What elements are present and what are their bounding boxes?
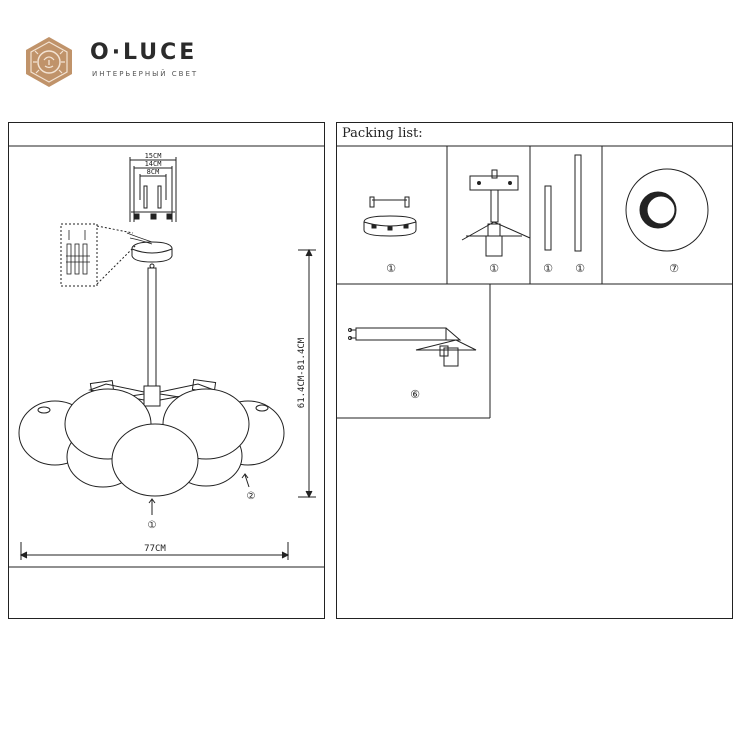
dimension-label-height: 61.4CM-81.4CM	[297, 337, 307, 408]
packing-list-title: Packing list:	[342, 126, 423, 141]
bracket-assembly-part-icon	[461, 169, 531, 257]
brand-tagline: ИНТЕРЬЕРНЫЙ СВЕТ	[92, 70, 199, 78]
dimension-label-width: 77CM	[144, 544, 166, 554]
glass-shade-part-icon	[625, 168, 709, 252]
item-qty-bracket: ①	[489, 262, 499, 275]
item-qty-glass-shade: ⑦	[669, 262, 679, 275]
dimension-panel	[8, 122, 325, 619]
short-rod-part-icon	[544, 185, 552, 251]
item-qty-long-rod: ①	[575, 262, 585, 275]
item-qty-canopy: ①	[386, 262, 396, 275]
item-qty-lamp-arm: ⑥	[410, 388, 420, 401]
dimension-label-15cm: 15CM	[145, 152, 162, 160]
long-rod-part-icon	[574, 154, 582, 252]
canopy-part-icon	[363, 196, 417, 237]
callout-marker: ②	[247, 491, 256, 502]
lamp-arm-part-icon	[348, 327, 477, 367]
item-qty-short-rod: ①	[543, 262, 553, 275]
callout-marker: ①	[148, 520, 157, 531]
packing-list-panel	[336, 122, 733, 619]
dimension-label-8cm: 8CM	[147, 168, 160, 176]
dimension-label-14cm: 14CM	[145, 160, 162, 168]
lion-logo-icon	[26, 37, 72, 87]
brand-name: O·LUCE	[90, 40, 198, 65]
